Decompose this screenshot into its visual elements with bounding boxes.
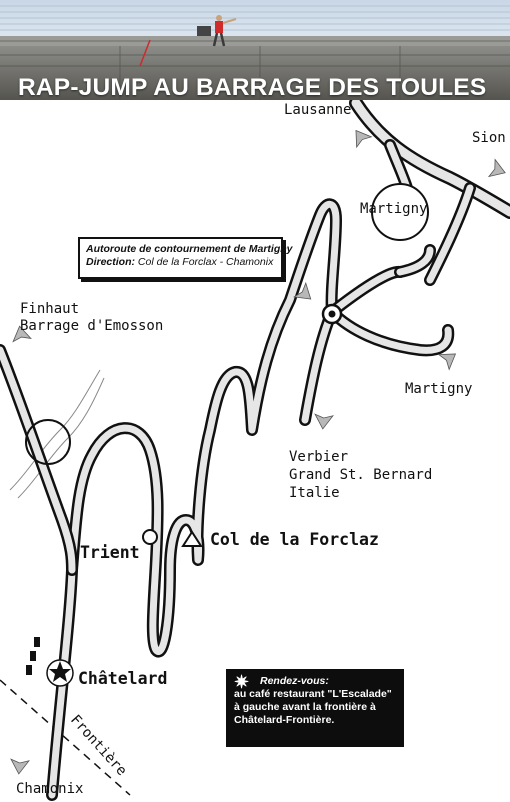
- label-finhaut: Finhaut: [20, 301, 79, 317]
- label-italie: Italie: [289, 485, 340, 501]
- road-finhaut: [0, 344, 78, 576]
- rendezvous-line1: au café restaurant "L'Escalade": [234, 688, 392, 700]
- trient-circle-icon: [142, 529, 158, 545]
- label-martigny-top: Martigny: [360, 201, 427, 217]
- callout-direction-label: Direction:: [86, 256, 136, 268]
- road-forclaz: [46, 198, 342, 801]
- triangle-pass-icon: [181, 530, 203, 547]
- motorway-lausanne-sion: [349, 100, 510, 286]
- river-line: [17, 377, 105, 499]
- callout-line1: Autoroute de contournement de Martigny: [86, 243, 293, 255]
- rendezvous-line3: Châtelard-Frontière.: [234, 714, 335, 726]
- roundabout-center-icon: [328, 310, 336, 318]
- direction-arrow-icon: [9, 758, 30, 776]
- railway-dashes: [26, 637, 40, 675]
- label-lausanne: Lausanne: [284, 102, 351, 118]
- dam-photo: [0, 0, 510, 100]
- direction-arrow-icon: [488, 159, 509, 182]
- rendezvous-box: ✷ Rendez-vous: au café restaurant "L'Esc…: [226, 669, 404, 747]
- label-col-forclaz: Col de la Forclaz: [210, 530, 379, 549]
- label-trient: Trient: [80, 543, 140, 562]
- star-icon: ✷: [234, 672, 250, 692]
- label-chamonix: Chamonix: [16, 781, 83, 797]
- roads-roundabout: [299, 244, 455, 426]
- callout-line2: Direction: Col de la Forclax - Chamonix: [86, 256, 275, 269]
- label-emosson: Barrage d'Emosson: [20, 318, 163, 334]
- label-frontiere: Frontière: [67, 712, 130, 779]
- header-photo: RAP-JUMP AU BARRAGE DES TOULES: [0, 0, 510, 100]
- jumper-figure: [212, 15, 237, 47]
- callout-direction-value: Col de la Forclax - Chamonix: [135, 256, 274, 268]
- label-sion: Sion: [472, 130, 506, 146]
- direction-arrow-icon: [313, 413, 334, 431]
- callout-bypass: Autoroute de contournement de Martigny D…: [78, 237, 293, 279]
- page-title: RAP-JUMP AU BARRAGE DES TOULES: [18, 74, 487, 100]
- river-line: [9, 369, 101, 491]
- rendezvous-title: Rendez-vous:: [260, 675, 329, 687]
- label-verbier: Verbier: [289, 449, 348, 465]
- martigny-circle-icon: [371, 183, 429, 241]
- label-grand-st-bernard: Grand St. Bernard: [289, 467, 432, 483]
- rendezvous-line2: à gauche avant la frontière à: [234, 701, 376, 713]
- border-line: [0, 679, 131, 796]
- circle-village-icon: [25, 419, 71, 465]
- label-martigny-right: Martigny: [405, 381, 472, 397]
- star-marker-icon: [46, 659, 74, 687]
- label-chatelard: Châtelard: [78, 669, 167, 688]
- route-map: Lausanne Sion Martigny Finhaut Barrage d…: [0, 100, 510, 801]
